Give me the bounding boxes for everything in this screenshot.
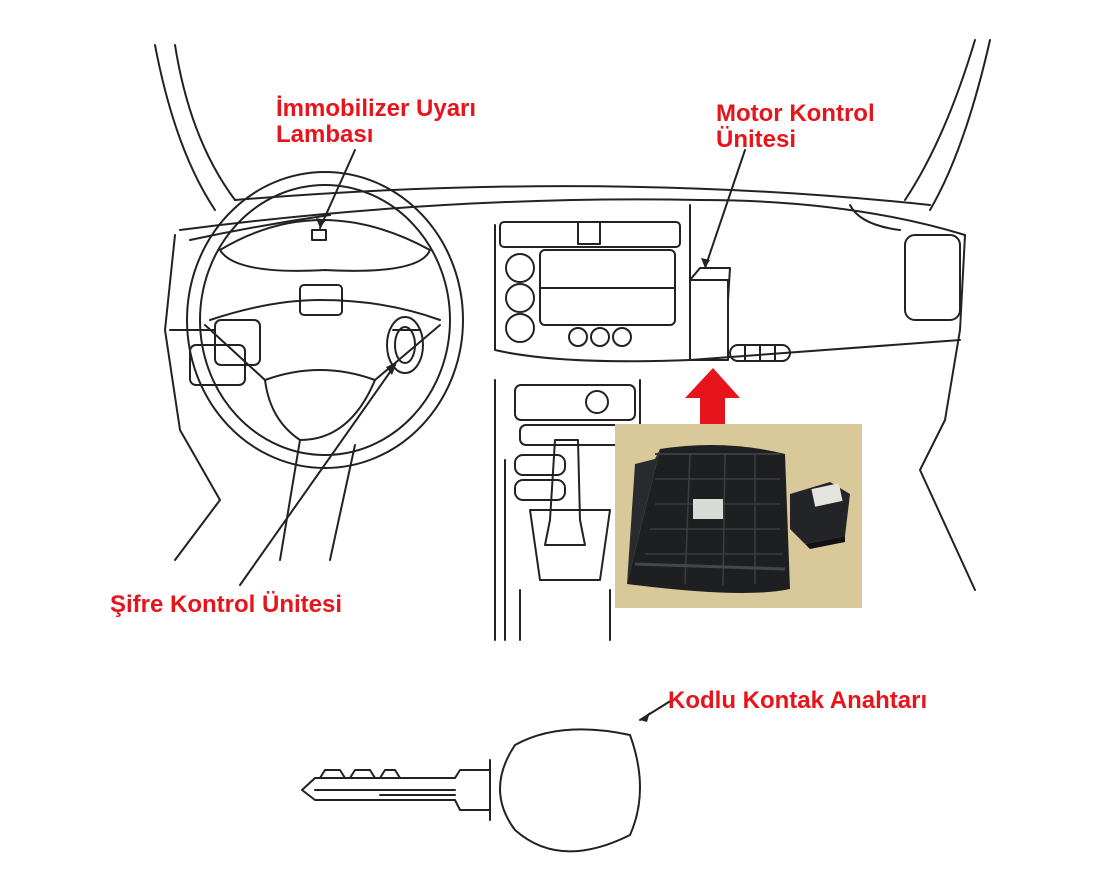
immobilizer-control-unit-label: Şifre Kontrol Ünitesi xyxy=(110,591,343,618)
engine-control-unit-label-line2: Ünitesi xyxy=(716,126,797,153)
ecu-photo xyxy=(615,424,862,608)
immobilizer-lamp-label-line1: İmmobilizer Uyarı xyxy=(276,95,477,122)
engine-control-unit-label: Motor Kontrol Ünitesi xyxy=(716,101,875,153)
coded-ignition-key-label: Kodlu Kontak Anahtarı xyxy=(668,687,928,714)
immobilizer-lamp-label: İmmobilizer Uyarı Lambası xyxy=(276,96,476,148)
ecu-up-arrow xyxy=(685,368,740,425)
immobilizer-lamp-label-line2: Lambası xyxy=(276,121,374,148)
engine-control-unit-label-line1: Motor Kontrol xyxy=(716,100,875,127)
